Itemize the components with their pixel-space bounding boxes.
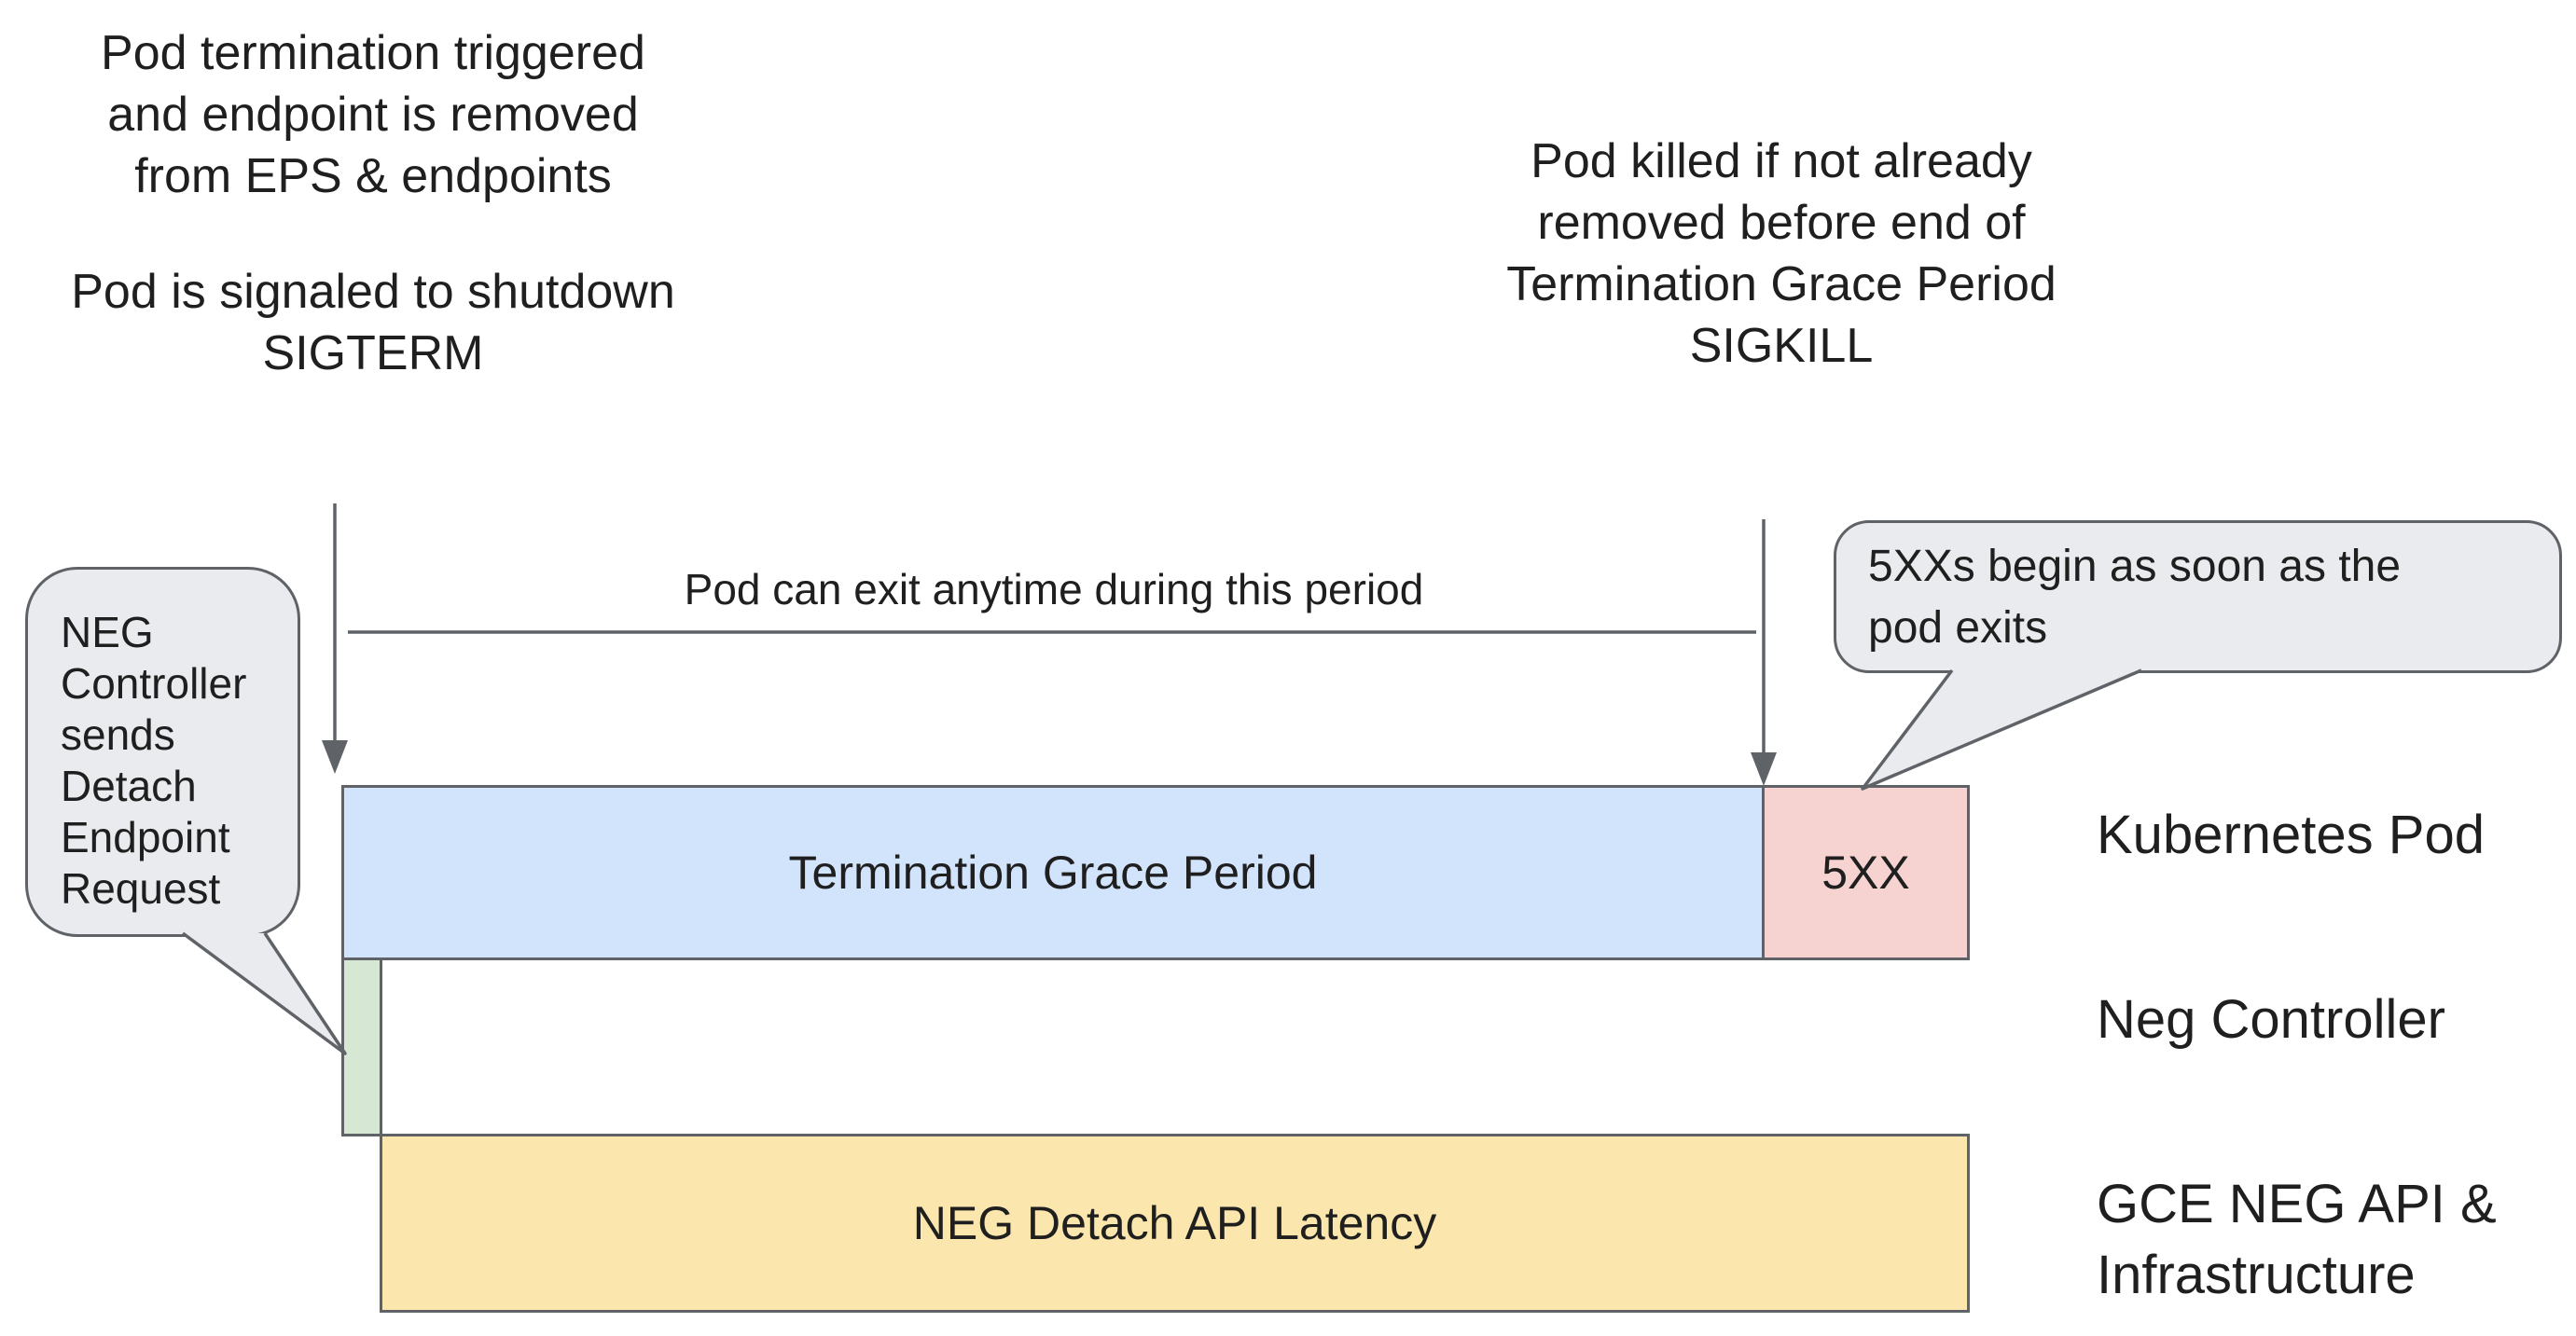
- callout-line: sends: [61, 710, 175, 759]
- callout-line: Request: [61, 864, 221, 913]
- timeline-span-caption: Pod can exit anytime during this period: [684, 565, 1424, 613]
- annotation-line: Termination Grace Period: [1506, 257, 2057, 311]
- annotation-line: removed before end of: [1537, 196, 2026, 250]
- callout-line: Controller: [61, 659, 247, 708]
- bar-label: 5XX: [1821, 847, 1910, 899]
- callout-line: NEG: [61, 608, 154, 656]
- annotation-paragraph-gap: [65, 207, 681, 261]
- annotation-line: SIGTERM: [262, 326, 484, 380]
- bar-neg-detach-api-latency: NEG Detach API Latency: [380, 1134, 1970, 1313]
- lane-label-line: Infrastructure: [2097, 1245, 2416, 1305]
- sigkill-arrowhead-icon: [1751, 752, 1777, 786]
- callout-line: Detach: [61, 762, 197, 810]
- callout-line: Endpoint: [61, 813, 230, 861]
- bar-label: Termination Grace Period: [788, 847, 1318, 899]
- lane-label-gce-neg-api: GCE NEG API & Infrastructure: [2097, 1169, 2497, 1311]
- callout-tail-right: [1861, 668, 2142, 791]
- annotation-pod-termination: Pod termination triggered and endpoint i…: [65, 22, 681, 384]
- callout-line: pod exits: [1868, 603, 2048, 653]
- sigterm-arrowhead-icon: [322, 740, 348, 774]
- annotation-pod-killed: Pod killed if not already removed before…: [1483, 131, 2080, 377]
- bar-5xx: 5XX: [1762, 785, 1970, 960]
- lane-label-neg-controller: Neg Controller: [2097, 989, 2445, 1050]
- callout-5xx-begin: 5XXs begin as soon as the pod exits: [1834, 520, 2562, 673]
- annotation-line: SIGKILL: [1689, 319, 1874, 373]
- annotation-line: Pod is signaled to shutdown: [71, 265, 675, 319]
- annotation-line: and endpoint is removed: [107, 88, 639, 142]
- callout-tail-left: [181, 931, 347, 1055]
- annotation-line: from EPS & endpoints: [134, 149, 612, 203]
- callout-line: 5XXs begin as soon as the: [1868, 542, 2402, 591]
- bar-termination-grace-period: Termination Grace Period: [341, 785, 1765, 960]
- bar-neg-detach-request: [341, 957, 382, 1136]
- annotation-line: Pod killed if not already: [1530, 134, 2032, 188]
- bar-label: NEG Detach API Latency: [912, 1197, 1437, 1249]
- lane-label-line: GCE NEG API &: [2097, 1174, 2497, 1234]
- annotation-line: Pod termination triggered: [101, 26, 645, 80]
- lane-label-kubernetes-pod: Kubernetes Pod: [2097, 805, 2485, 865]
- callout-neg-controller: NEG Controller sends Detach Endpoint Req…: [25, 567, 300, 937]
